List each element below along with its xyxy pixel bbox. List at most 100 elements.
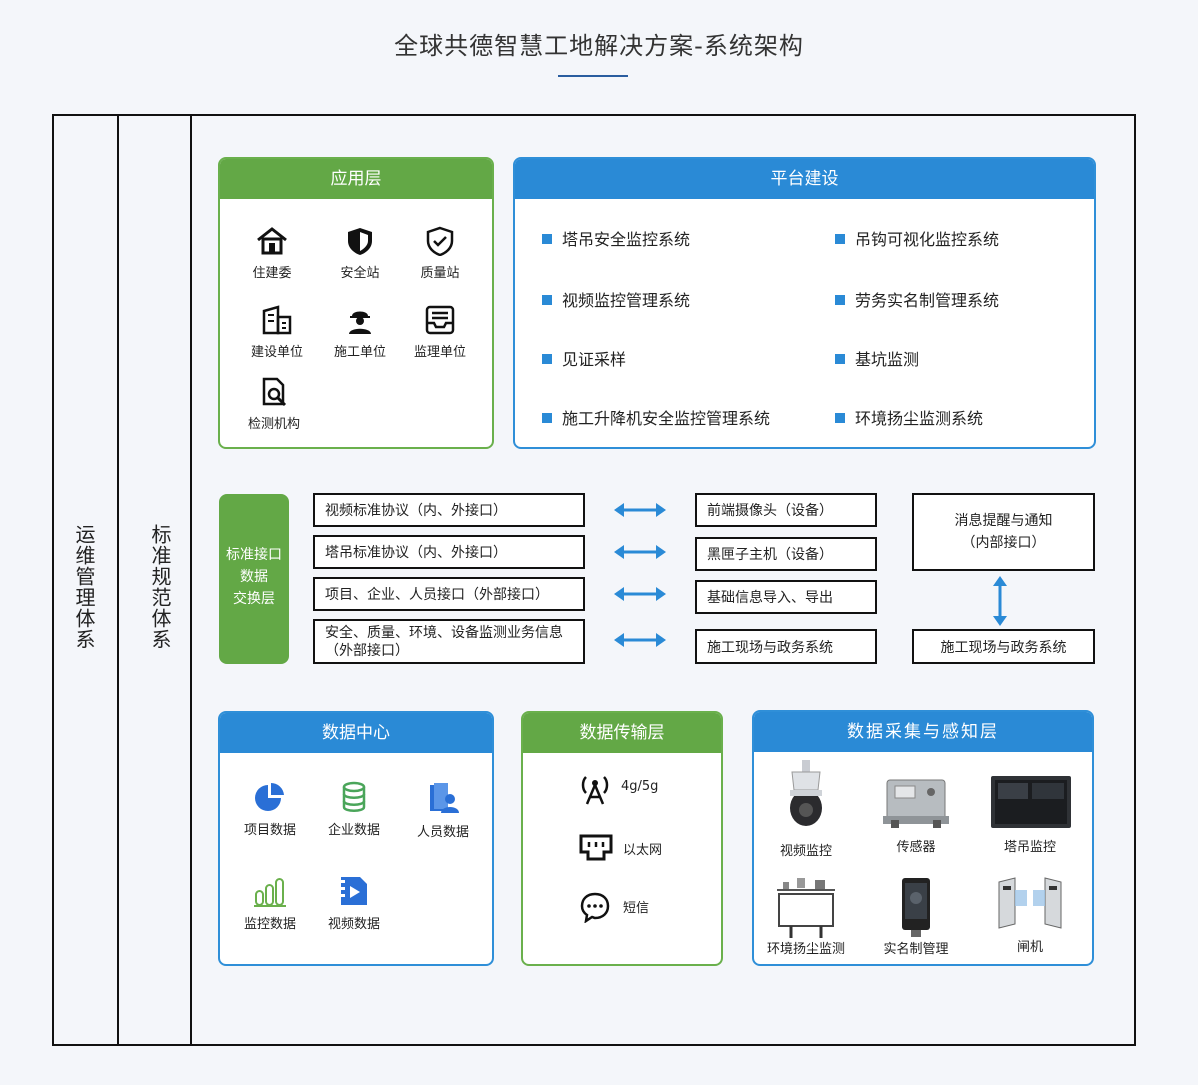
platform-system-item: 塔吊安全监控系统 <box>542 226 690 250</box>
data-center-header: 数据中心 <box>220 713 492 753</box>
turnstile-gate-icon <box>998 877 1062 929</box>
transport-item-label: 短信 <box>623 901 650 916</box>
sensing-item: 塔吊监控 <box>990 774 1071 855</box>
app-item-label: 住建委 <box>252 266 292 281</box>
target-box: 基础信息导入、导出 <box>695 580 877 614</box>
notify-box: 消息提醒与通知 （内部接口） <box>912 493 1095 571</box>
notify-bottom-box: 施工现场与政务系统 <box>912 629 1095 664</box>
transport-item-label: 以太网 <box>623 843 663 858</box>
app-item-label: 建设单位 <box>250 345 303 360</box>
transport-header: 数据传输层 <box>523 713 721 753</box>
interface-label-line: 标准接口 <box>226 547 282 563</box>
platform-header: 平台建设 <box>515 159 1094 199</box>
sensing-header: 数据采集与感知层 <box>754 712 1092 752</box>
sensing-item: 环境扬尘监测 <box>766 876 846 957</box>
bar-levels-icon <box>254 878 286 907</box>
ethernet-icon <box>579 834 613 861</box>
sensor-box-icon <box>883 779 949 828</box>
sensing-item-label: 塔吊监控 <box>1003 840 1056 855</box>
dome-camera-icon <box>790 760 822 826</box>
data-item: 项目数据 <box>230 781 310 838</box>
data-center-panel: 数据中心 项目数据 企业数据 人员数据 监控数据 <box>218 711 494 966</box>
data-item: 视频数据 <box>314 875 394 932</box>
sensing-item: 视频监控 <box>766 760 846 859</box>
platform-system-item: 劳务实名制管理系统 <box>835 287 999 311</box>
app-item-supervisor: 监理单位 <box>400 305 480 360</box>
sensing-item-label: 视频监控 <box>779 844 832 859</box>
pie-chart-icon <box>255 782 284 811</box>
app-item-label: 监理单位 <box>413 345 466 360</box>
person-files-icon <box>430 783 459 813</box>
application-layer-header: 应用层 <box>220 159 492 199</box>
antenna-icon <box>581 776 609 805</box>
column-divider <box>190 114 192 1046</box>
standard-interface-block: 标准接口 数据 交换层 <box>219 494 289 664</box>
face-terminal-icon <box>902 878 930 937</box>
platform-system-item: 施工升降机安全监控管理系统 <box>542 405 770 429</box>
platform-system-item: 视频监控管理系统 <box>542 287 690 311</box>
app-item-safety-station: 安全站 <box>320 226 400 281</box>
dust-monitor-icon <box>777 878 835 938</box>
shield-check-icon <box>426 226 454 256</box>
standard-spec-label: 标准规范体系 <box>148 524 172 650</box>
protocol-box: 安全、质量、环境、设备监测业务信息（外部接口） <box>313 619 585 664</box>
notify-line: 消息提醒与通知 <box>954 513 1053 529</box>
target-box: 前端摄像头（设备） <box>695 493 877 527</box>
app-item-label: 安全站 <box>340 266 380 281</box>
title-underline <box>558 75 628 77</box>
bidirectional-arrow-icon <box>614 587 666 601</box>
transport-panel: 数据传输层 4g/5g 以太网 短信 <box>521 711 723 966</box>
platform-panel: 平台建设 塔吊安全监控系统 吊钩可视化监控系统 视频监控管理系统 劳务实名制管理… <box>513 157 1096 449</box>
database-icon <box>342 781 366 812</box>
platform-system-item: 基坑监测 <box>835 346 919 370</box>
column-divider <box>117 114 119 1046</box>
ops-management-label: 运维管理体系 <box>72 524 96 650</box>
building-icon <box>262 305 292 335</box>
government-house-icon <box>257 227 287 255</box>
app-item-label: 施工单位 <box>333 345 386 360</box>
transport-item-label: 4g/5g <box>621 779 659 794</box>
app-item-label: 检测机构 <box>247 417 300 432</box>
notify-line: （内部接口） <box>961 535 1046 551</box>
sensing-item: 闸机 <box>990 876 1070 955</box>
inbox-doc-icon <box>425 305 455 335</box>
sensing-item-label: 环境扬尘监测 <box>766 942 845 957</box>
application-layer-panel: 应用层 住建委 安全站 质量站 建设单位 <box>218 157 494 449</box>
protocol-box: 项目、企业、人员接口（外部接口） <box>313 577 585 611</box>
sensing-item-label: 实名制管理 <box>883 942 949 957</box>
app-item-contractor: 施工单位 <box>320 305 400 360</box>
app-item-quality-station: 质量站 <box>400 226 480 281</box>
data-item: 监控数据 <box>230 877 310 932</box>
shield-icon <box>348 228 372 255</box>
sensing-item-label: 闸机 <box>1016 940 1043 955</box>
document-search-icon <box>262 377 287 407</box>
data-item: 人员数据 <box>403 781 483 840</box>
target-box: 施工现场与政务系统 <box>695 629 877 664</box>
monitor-screen-icon <box>991 776 1071 828</box>
platform-system-item: 环境扬尘监测系统 <box>835 405 983 429</box>
bidirectional-arrow-icon <box>614 503 666 517</box>
data-item: 企业数据 <box>314 781 394 838</box>
interface-label-line: 交换层 <box>233 591 275 607</box>
sensing-item-label: 传感器 <box>896 840 936 855</box>
vertical-bidirectional-arrow-icon <box>993 576 1007 626</box>
sensing-panel: 数据采集与感知层 视频监控 传感器 塔吊监控 <box>752 710 1094 966</box>
sensing-item: 传感器 <box>876 774 956 855</box>
architecture-frame <box>52 114 1136 1046</box>
bidirectional-arrow-icon <box>614 633 666 647</box>
protocol-box: 视频标准协议（内、外接口） <box>313 493 585 527</box>
protocol-box: 塔吊标准协议（内、外接口） <box>313 535 585 569</box>
video-file-icon <box>341 877 367 905</box>
page-title: 全球共德智慧工地解决方案-系统架构 <box>394 32 804 60</box>
platform-system-item: 见证采样 <box>542 346 626 370</box>
app-item-housing-bureau: 住建委 <box>232 226 312 281</box>
platform-system-item: 吊钩可视化监控系统 <box>835 226 999 250</box>
data-item-label: 监控数据 <box>243 917 296 932</box>
sensing-item: 实名制管理 <box>876 876 956 957</box>
app-item-developer: 建设单位 <box>237 305 317 360</box>
data-item-label: 企业数据 <box>327 823 380 838</box>
app-item-testing-agency: 检测机构 <box>234 377 314 432</box>
data-item-label: 人员数据 <box>416 825 469 840</box>
app-item-label: 质量站 <box>420 266 460 281</box>
bidirectional-arrow-icon <box>614 545 666 559</box>
